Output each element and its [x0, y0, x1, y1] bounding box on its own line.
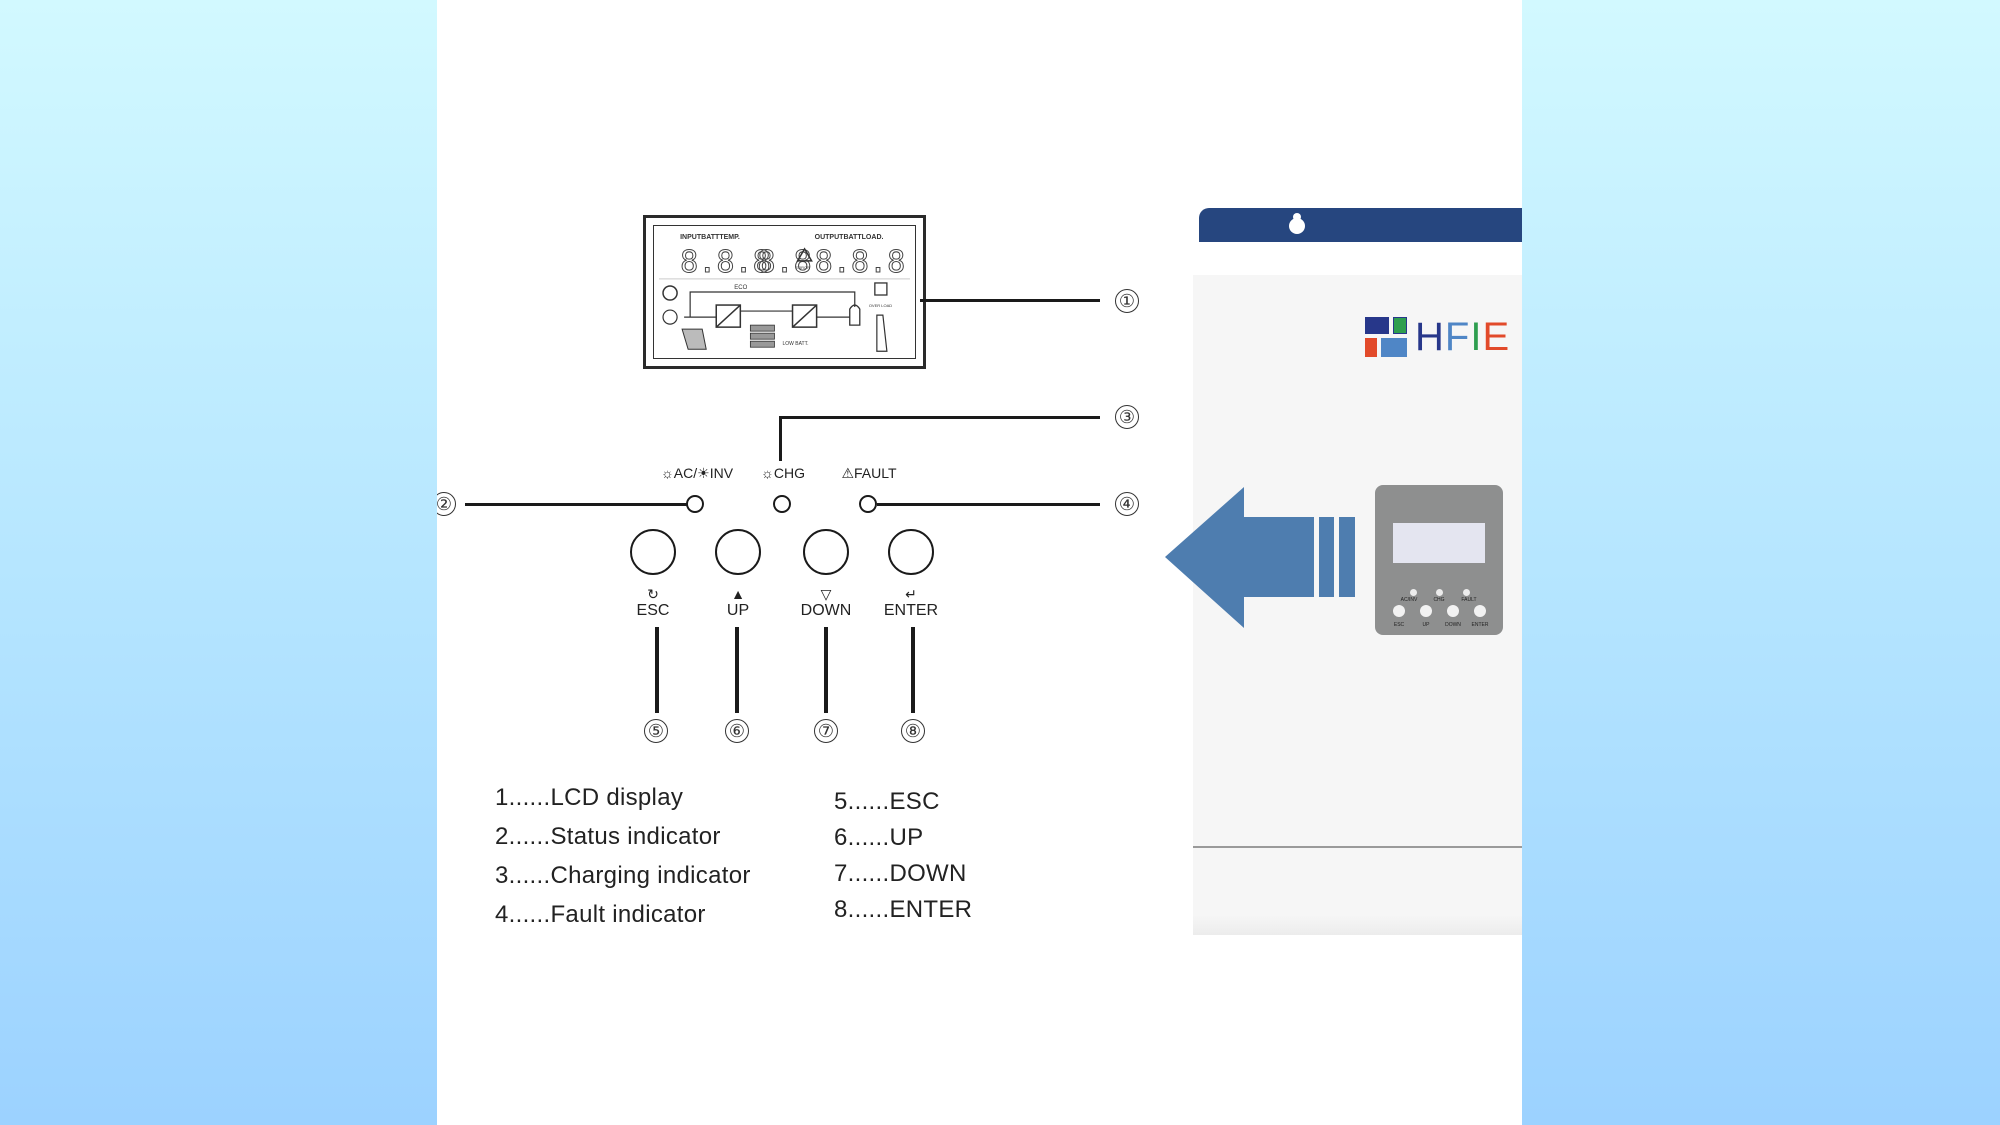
- device-down-label: DOWN: [1445, 622, 1461, 628]
- device-up-label: UP: [1422, 622, 1430, 628]
- lcd-digits-left: 8.8.8: [680, 245, 771, 280]
- legend-item-7: 7......DOWN: [834, 860, 967, 887]
- callout-line-6: [735, 627, 739, 713]
- lcd-header-left: INPUTBATTTEMP.: [680, 234, 740, 241]
- callout-7: ⑦: [814, 719, 838, 743]
- lcd-inverter-icon: [791, 304, 818, 328]
- brand-letter-e: E: [1482, 315, 1511, 359]
- fault-indicator-led: [859, 495, 877, 513]
- brand-name: HFIE: [1415, 316, 1510, 358]
- device-up-button[interactable]: [1420, 605, 1432, 617]
- indicator-label-chg: ☼CHG: [761, 465, 805, 481]
- indicator-label-fault: ⚠FAULT: [841, 465, 897, 481]
- device-esc-button[interactable]: [1393, 605, 1405, 617]
- lcd-low-batt-text: LOW BATT.: [782, 341, 808, 347]
- callout-line-1: [920, 299, 1100, 302]
- callout-line-4: [877, 503, 1100, 506]
- callout-line-3-horizontal: [780, 416, 1100, 419]
- callout-line-2: [465, 503, 687, 506]
- lcd-error-text: ERROR: [796, 265, 811, 270]
- callout-5: ⑤: [644, 719, 668, 743]
- down-label: DOWN: [800, 602, 852, 619]
- callout-line-3-vertical: [779, 416, 782, 461]
- callout-6: ⑥: [725, 719, 749, 743]
- esc-label: ESC: [636, 602, 670, 619]
- lcd-battery-icon: [749, 324, 775, 332]
- mounting-hole-icon: [1289, 213, 1305, 234]
- up-label: UP: [726, 602, 750, 619]
- device-enter-button[interactable]: [1474, 605, 1486, 617]
- callout-2: ②: [437, 492, 456, 516]
- device-indicator-label-chg: CHG: [1433, 597, 1445, 603]
- legend-item-5: 5......ESC: [834, 788, 940, 815]
- device-led-fault: [1462, 589, 1470, 596]
- arrow-left-icon: [1165, 487, 1355, 628]
- down-button[interactable]: [803, 529, 849, 575]
- diagram-sheet: INPUTBATTTEMP. OUTPUTBATTLOAD. 8.8.8 8.8…: [437, 0, 1522, 1125]
- lcd-overload-text: OVER LOAD: [869, 303, 892, 308]
- indicator-label-ac-inv: ☼AC/☀INV: [660, 465, 734, 481]
- lcd-display: INPUTBATTTEMP. OUTPUTBATTLOAD. 8.8.8 8.8…: [643, 215, 926, 369]
- callout-1: ①: [1115, 289, 1139, 313]
- lcd-load-icon: [849, 304, 861, 326]
- lcd-digits-right: 8.8.8: [815, 245, 906, 280]
- legend-item-8: 8......ENTER: [834, 896, 973, 923]
- callout-8: ⑧: [901, 719, 925, 743]
- lcd-charger-icon: [715, 304, 742, 328]
- brand-letter-f: F: [1444, 315, 1471, 359]
- legend-item-3: 3......Charging indicator: [495, 862, 751, 889]
- enter-button[interactable]: [888, 529, 934, 575]
- callout-line-7: [824, 627, 828, 713]
- device-control-panel: AC/INV CHG FAULT ESC UP DOWN ENTER: [1375, 485, 1503, 635]
- lcd-eco-text: ECO: [734, 285, 747, 291]
- legend-item-2: 2......Status indicator: [495, 823, 721, 850]
- brand-letter-h: H: [1415, 315, 1445, 359]
- legend-item-1: 1......LCD display: [495, 784, 684, 811]
- refresh-icon: ↻: [647, 586, 659, 602]
- brand-letter-i: I: [1470, 315, 1483, 359]
- device-indicator-label-fault: FAULT: [1461, 597, 1477, 603]
- legend-item-6: 6......UP: [834, 824, 924, 851]
- lcd-load-bar-icon: [876, 314, 888, 352]
- lcd-grid-icon: [662, 285, 678, 301]
- lcd-error-icon: [796, 247, 813, 262]
- device-esc-label: ESC: [1393, 622, 1405, 628]
- callout-line-5: [655, 627, 659, 713]
- device-top-bar: [1199, 208, 1522, 242]
- device-down-button[interactable]: [1447, 605, 1459, 617]
- status-indicator-led: [686, 495, 704, 513]
- device-seam: [1193, 846, 1522, 848]
- charging-indicator-led: [773, 495, 791, 513]
- lcd-solar-icon: [681, 328, 707, 350]
- lcd-generator-icon: [662, 309, 678, 325]
- lcd-mute-icon: [874, 282, 888, 296]
- callout-4: ④: [1115, 492, 1139, 516]
- triangle-up-icon: ▲: [731, 586, 745, 602]
- device-led-chg: [1435, 589, 1443, 596]
- device-enter-label: ENTER: [1471, 622, 1489, 628]
- enter-label: ENTER: [883, 602, 939, 619]
- device-bottom-edge: [1193, 915, 1522, 935]
- esc-button[interactable]: [630, 529, 676, 575]
- lcd-screen: INPUTBATTTEMP. OUTPUTBATTLOAD. 8.8.8 8.8…: [653, 225, 916, 359]
- brand-logo: HFIE: [1365, 316, 1510, 358]
- callout-3: ③: [1115, 405, 1139, 429]
- legend-item-4: 4......Fault indicator: [495, 901, 706, 928]
- lcd-header-right: OUTPUTBATTLOAD.: [815, 234, 884, 241]
- device-led-ac-inv: [1409, 589, 1417, 596]
- enter-arrow-icon: ↵: [905, 586, 917, 602]
- callout-line-8: [911, 627, 915, 713]
- device-lcd-screen: [1393, 523, 1485, 563]
- device-indicator-label-ac-inv: AC/INV: [1400, 597, 1418, 603]
- logo-mark-icon: [1365, 317, 1409, 357]
- triangle-down-icon: ▽: [820, 586, 832, 602]
- up-button[interactable]: [715, 529, 761, 575]
- lcd-segments-graphic: INPUTBATTTEMP. OUTPUTBATTLOAD. 8.8.8 8.8…: [659, 234, 910, 352]
